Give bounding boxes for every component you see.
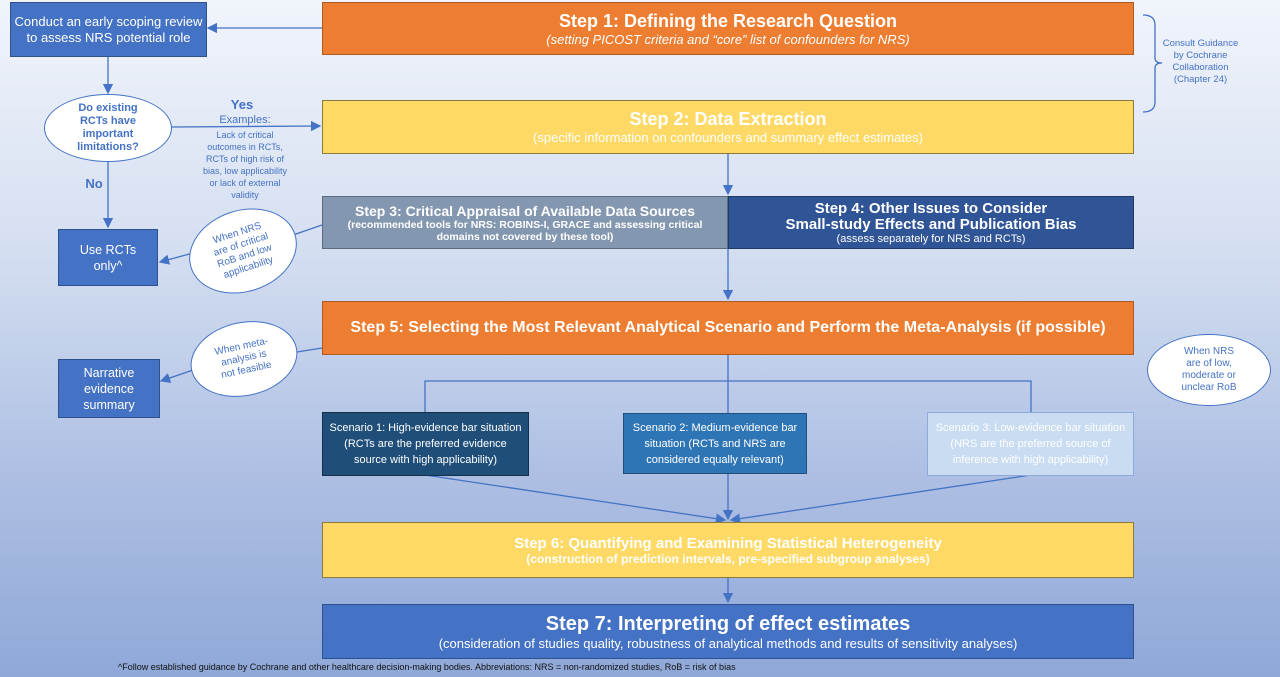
step2-title: Step 2: Data Extraction [629,109,827,129]
cloud-low-rob: When NRS are of low, moderate or unclear… [1147,334,1271,406]
scenario-2-box: Scenario 2: Medium-evidence bar situatio… [623,413,807,474]
step4-box: Step 4: Other Issues to Consider Small-s… [728,196,1134,249]
step6-box: Step 6: Quantifying and Examining Statis… [322,522,1134,578]
scenario-3-box: Scenario 3: Low-evidence bar situation (… [927,412,1134,476]
scenario-1-box: Scenario 1: High-evidence bar situation … [322,412,529,476]
use-rcts-box: Use RCTs only^ [58,229,158,286]
narrative-text: Narrative evidence summary [83,365,135,412]
step1-sub: (setting PICOST criteria and “core” list… [546,31,910,47]
step6-sub: (construction of prediction intervals, p… [526,551,930,566]
step7-title: Step 7: Interpreting of effect estimates [545,612,911,635]
examples-label: Examples: [219,114,271,126]
step6-title: Step 6: Quantifying and Examining Statis… [514,534,942,552]
step3-sub: (recommended tools for NRS: ROBINS-I, GR… [347,218,703,243]
step1-box: Step 1: Defining the Research Question (… [322,2,1134,55]
step4-sub: (assess separately for NRS and RCTs) [836,232,1026,245]
footer-note: ^Follow established guidance by Cochrane… [118,662,736,672]
scenario-1-text: Scenario 1: High-evidence bar situation … [329,422,522,466]
step4-title2: Small-study Effects and Publication Bias [785,215,1077,233]
scenario-3-text: Scenario 3: Low-evidence bar situation (… [935,422,1126,466]
scoping-review-box: Conduct an early scoping review to asses… [10,2,207,57]
step2-sub: (specific information on confounders and… [533,130,923,145]
step2-box: Step 2: Data Extraction (specific inform… [322,100,1134,154]
step3-title: Step 3: Critical Appraisal of Available … [355,202,695,219]
narrative-box: Narrative evidence summary [58,359,160,418]
scenario-2-text: Scenario 2: Medium-evidence bar situatio… [632,421,798,466]
consult-guidance: Consult Guidance by Cochrane Collaborati… [1162,38,1239,85]
use-rcts-text: Use RCTs only^ [79,242,137,273]
yes-label: Yes [230,97,254,112]
no-label: No [85,176,103,191]
decision-cloud: Do existing RCTs have important limitati… [44,94,172,162]
step7-box: Step 7: Interpreting of effect estimates… [322,604,1134,659]
step1-title: Step 1: Defining the Research Question [558,10,898,31]
step4-title: Step 4: Other Issues to Consider [814,199,1048,217]
examples-text: Lack of critical outcomes in RCTs, RCTs … [202,130,288,200]
step7-sub: (consideration of studies quality, robus… [438,635,1018,651]
step3-box: Step 3: Critical Appraisal of Available … [322,196,728,249]
step5-title: Step 5: Selecting the Most Relevant Anal… [350,319,1106,336]
step5-box: Step 5: Selecting the Most Relevant Anal… [322,301,1134,355]
scoping-text: Conduct an early scoping review to asses… [14,13,203,45]
